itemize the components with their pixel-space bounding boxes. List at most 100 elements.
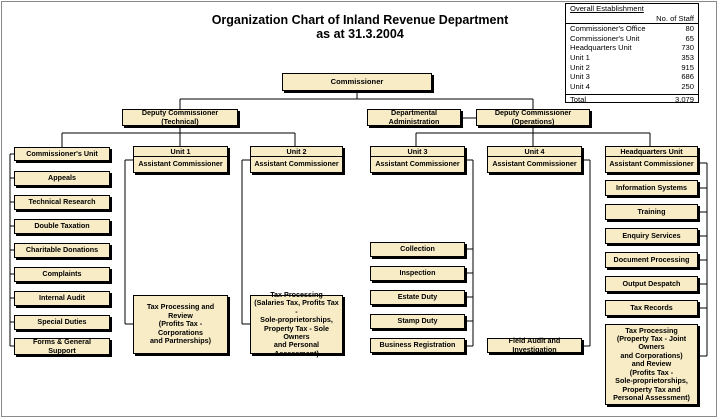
commissioner-box: Commissioner	[282, 73, 432, 91]
row-name: Unit 1	[570, 52, 590, 62]
appeals-box: Appeals	[14, 171, 110, 186]
chart-title: Organization Chart of Inland Revenue Dep…	[170, 13, 550, 41]
assistant-commissioner-label: Assistant Commissioner	[138, 159, 223, 168]
chart-title-line2: as at 31.3.2004	[316, 27, 404, 41]
establishment-table: Overall Establishment No. of Staff Commi…	[565, 3, 699, 105]
section-label: Property Tax - Sole Owners	[264, 323, 329, 341]
row-value: 686	[681, 72, 694, 82]
section-label: Enquiry Services	[622, 230, 681, 240]
section-label: (Salaries Tax, Profits Tax -	[254, 298, 339, 316]
section-label: Estate Duty	[397, 292, 438, 302]
deputy-technical-label: Deputy Commissioner (Technical)	[141, 108, 219, 126]
unit2-header: Unit 2 Assistant Commissioner	[250, 146, 343, 173]
assistant-commissioner-label: Assistant Commissioner	[375, 159, 460, 168]
section-label: Training	[637, 206, 666, 216]
charitable-donations-box: Charitable Donations	[14, 243, 110, 258]
section-label: and Corporations)	[620, 350, 683, 360]
section-label: and Review	[631, 359, 672, 369]
section-label: and Partnerships)	[149, 336, 212, 346]
section-label: Tax Records	[630, 302, 673, 312]
row-name: Unit 3	[570, 72, 590, 82]
row-value: 353	[681, 52, 694, 62]
row-value: 80	[685, 24, 694, 34]
section-label: Technical Research	[28, 197, 96, 207]
hq-tax-processing-box: Tax Processing (Property Tax - Joint Own…	[605, 324, 698, 405]
departmental-admin-box: Departmental Administration	[367, 108, 461, 126]
hq-title: Headquarters Unit	[606, 147, 697, 157]
section-label: Information Systems	[615, 182, 688, 192]
unit2-title: Unit 2	[251, 147, 342, 157]
collection-box: Collection	[370, 242, 465, 257]
information-systems-box: Information Systems	[605, 180, 698, 196]
training-box: Training	[605, 204, 698, 220]
establishment-total-row: Total 3,079	[566, 95, 698, 105]
section-label: Output Despatch	[622, 278, 681, 288]
establishment-row: Unit 1 353	[566, 53, 698, 63]
staff-column-label: No. of Staff	[656, 13, 694, 23]
estate-duty-box: Estate Duty	[370, 290, 465, 305]
hq-header: Headquarters Unit Assistant Commissioner	[605, 146, 698, 173]
row-value: 915	[681, 62, 694, 72]
complaints-box: Complaints	[14, 267, 110, 282]
deputy-operations-label: Deputy Commissioner (Operations)	[494, 108, 572, 126]
section-label: Collection	[400, 244, 435, 254]
establishment-row: Headquarters Unit 730	[566, 43, 698, 53]
business-registration-box: Business Registration	[370, 338, 465, 353]
section-label: Internal Audit	[38, 293, 86, 303]
row-value: 730	[681, 43, 694, 53]
stamp-duty-box: Stamp Duty	[370, 314, 465, 329]
section-label: Property Tax and	[622, 384, 681, 394]
internal-audit-box: Internal Audit	[14, 291, 110, 306]
assistant-commissioner-label: Assistant Commissioner	[609, 159, 694, 168]
section-label: Tax Processing and Review	[146, 302, 215, 320]
total-value: 3,079	[674, 95, 694, 105]
section-label: Sole-proprietorships,	[615, 376, 688, 386]
establishment-row: Commissioner's Office 80	[566, 24, 698, 34]
unit1-title: Unit 1	[134, 147, 227, 157]
row-name: Commissioner's Office	[570, 24, 646, 34]
section-label: Field Audit and Investigation	[508, 336, 561, 354]
special-duties-box: Special Duties	[14, 315, 110, 330]
section-label: Business Registration	[379, 340, 456, 350]
inspection-box: Inspection	[370, 266, 465, 281]
unit2-tax-processing-box: Tax Processing (Salaries Tax, Profits Ta…	[250, 290, 343, 357]
chart-title-line1: Organization Chart of Inland Revenue Dep…	[211, 13, 509, 27]
establishment-heading: Overall Establishment	[570, 4, 644, 13]
section-label: Appeals	[48, 173, 76, 183]
unit4-header: Unit 4 Assistant Commissioner	[487, 146, 582, 173]
row-name: Unit 2	[570, 62, 590, 72]
section-label: Sole-proprietorships,	[260, 315, 333, 325]
commissioners-unit-box: Commissioner's Unit	[14, 147, 110, 161]
section-label: (Property Tax - Joint Owners	[616, 334, 687, 352]
section-label: and Personal Assessment)	[273, 340, 320, 358]
section-label: Tax Processing	[270, 289, 323, 299]
establishment-total-divider	[566, 94, 698, 96]
deputy-operations-box: Deputy Commissioner (Operations)	[476, 108, 590, 126]
section-label: Forms & General	[33, 337, 91, 347]
section-label: Double Taxation	[34, 221, 90, 231]
enquiry-services-box: Enquiry Services	[605, 228, 698, 244]
section-label: Personal Assessment)	[613, 392, 690, 402]
row-value: 250	[681, 81, 694, 91]
total-label: Total	[570, 95, 587, 105]
unit1-header: Unit 1 Assistant Commissioner	[133, 146, 228, 173]
technical-research-box: Technical Research	[14, 195, 110, 210]
double-taxation-box: Double Taxation	[14, 219, 110, 234]
section-label: (Profits Tax -	[629, 367, 674, 377]
row-name: Headquarters Unit	[570, 43, 632, 53]
field-audit-box: Field Audit and Investigation	[487, 336, 582, 354]
section-label: Inspection	[399, 268, 436, 278]
section-label: Stamp Duty	[397, 316, 438, 326]
output-despatch-box: Output Despatch	[605, 276, 698, 292]
establishment-column-header: No. of Staff	[566, 14, 698, 24]
section-label: Document Processing	[613, 254, 690, 264]
document-processing-box: Document Processing	[605, 252, 698, 268]
section-label: (Profits Tax - Corporations	[157, 319, 204, 337]
section-label: Support	[48, 345, 76, 355]
row-value: 65	[685, 33, 694, 43]
section-label: Charitable Donations	[25, 245, 99, 255]
unit4-title: Unit 4	[488, 147, 581, 157]
